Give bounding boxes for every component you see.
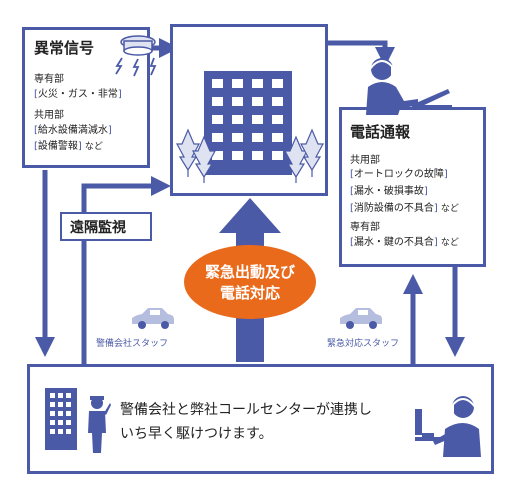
building-window bbox=[212, 133, 223, 142]
call-group-label: 共用部 bbox=[350, 155, 380, 166]
building-window bbox=[212, 79, 223, 88]
building-window bbox=[272, 133, 283, 142]
alarm-group-label: 専有部 bbox=[34, 74, 64, 85]
call-item: [オートロックの故障] bbox=[350, 169, 448, 180]
building-window bbox=[232, 115, 243, 124]
security-company-building-icon bbox=[45, 388, 77, 450]
security-guard-icon bbox=[88, 396, 111, 453]
building-window bbox=[212, 151, 223, 160]
remote-monitoring-box: 遠隔監視 bbox=[60, 212, 152, 241]
emergency-line2: 電話対応 bbox=[219, 284, 280, 302]
car-icon bbox=[132, 308, 174, 329]
call-title: 電話通報 bbox=[350, 123, 411, 141]
building-scene bbox=[175, 71, 325, 183]
remote-monitor-arrow bbox=[81, 176, 171, 365]
building-window bbox=[232, 133, 243, 142]
building-box bbox=[170, 24, 328, 196]
operator-icon bbox=[366, 58, 452, 115]
security-staff-label: 警備会社スタッフ bbox=[96, 339, 169, 349]
building-window bbox=[272, 97, 283, 106]
alarm-group-label: 共用部 bbox=[34, 110, 64, 121]
building-to-call-arrow bbox=[328, 40, 395, 67]
call-item: [漏水・鍵の不具合]など bbox=[350, 237, 459, 248]
building-window bbox=[252, 115, 263, 124]
remote-monitoring-label: 遠隔監視 bbox=[70, 220, 126, 236]
building-window bbox=[252, 97, 263, 106]
emergency-line1: 緊急出動及び bbox=[204, 263, 295, 281]
car-icon bbox=[340, 308, 382, 329]
building-icon bbox=[204, 71, 292, 175]
building-window bbox=[212, 115, 223, 124]
cooperation-line1: 警備会社と弊社コールセンターが連携し bbox=[120, 402, 372, 418]
building-window bbox=[232, 97, 243, 106]
building-window bbox=[252, 133, 263, 142]
call-item: [漏水・破損事故] bbox=[350, 186, 428, 197]
building-window bbox=[252, 151, 263, 160]
phone-report-box: 電話通報 共用部 [オートロックの故障] [漏水・破損事故] [消防設備の不具合… bbox=[339, 107, 486, 267]
alarm-item: [給水設備満減水] bbox=[34, 125, 112, 136]
alarm-item: [火災・ガス・非常] bbox=[34, 89, 122, 100]
building-window bbox=[232, 79, 243, 88]
building-window bbox=[272, 115, 283, 124]
building-window bbox=[252, 79, 263, 88]
call-item: [消防設備の不具合]など bbox=[350, 203, 459, 214]
tree-icon bbox=[175, 128, 325, 183]
response-staff-label: 緊急対応スタッフ bbox=[327, 339, 400, 349]
call-group-label: 専有部 bbox=[350, 222, 380, 233]
emergency-oval bbox=[184, 245, 316, 319]
building-window bbox=[272, 151, 283, 160]
cooperation-box: 警備会社と弊社コールセンターが連携し いち早く駆けつけます。 bbox=[27, 364, 494, 474]
building-window bbox=[272, 79, 283, 88]
smoke-detector-icon bbox=[115, 35, 157, 77]
building-window bbox=[212, 97, 223, 106]
alarm-title: 異常信号 bbox=[34, 39, 95, 57]
building-window bbox=[232, 151, 243, 160]
cooperation-line2: いち早く駆けつけます。 bbox=[120, 426, 273, 442]
operator-icon bbox=[415, 396, 481, 457]
alarm-item: [設備警報]など bbox=[34, 141, 103, 152]
